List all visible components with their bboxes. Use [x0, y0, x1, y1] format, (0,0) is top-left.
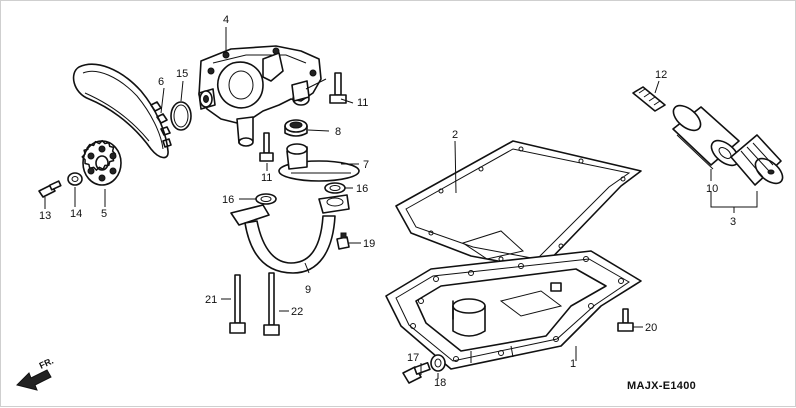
part-17-drain-bolt: [402, 361, 431, 384]
leader-lines: [44, 27, 712, 379]
callout-16-right: 16: [356, 183, 368, 195]
part-15-o-ring: [170, 101, 192, 131]
part-7-oil-strainer: [278, 143, 360, 182]
part-16-seal-left: [255, 193, 277, 205]
part-20-bolt: [617, 308, 634, 332]
front-direction-label: FR.: [38, 356, 55, 371]
part-8-seal: [284, 119, 308, 137]
part-11-bolt-lower: [259, 132, 274, 162]
part-9-oil-pipe: [230, 194, 350, 274]
callout-11-upper: 11: [357, 97, 368, 109]
callout-2: 2: [452, 129, 458, 141]
callout-4: 4: [223, 14, 229, 26]
front-direction-arrow: FR.: [16, 356, 55, 391]
part-22-bolt: [263, 272, 280, 336]
callout-3: 3: [730, 216, 736, 228]
part-10-oil-filter-element: [672, 104, 740, 170]
callout-7: 7: [363, 159, 369, 171]
callout-15: 15: [176, 68, 188, 80]
callout-16-left: 16: [222, 194, 234, 206]
callout-19: 19: [363, 238, 375, 250]
callout-8: 8: [335, 126, 341, 138]
callout-12: 12: [655, 69, 667, 81]
callout-21: 21: [205, 294, 217, 306]
callout-18: 18: [434, 377, 446, 389]
part-11-bolt-upper: [329, 72, 347, 104]
part-19-bolt: [336, 232, 350, 250]
callout-17: 17: [407, 352, 419, 364]
part-12-oil-filter-boss: [632, 86, 666, 112]
callout-20: 20: [645, 322, 657, 334]
callout-9: 9: [305, 284, 311, 296]
part-5-oil-pump-sprocket: [81, 139, 122, 186]
part-2-oil-pan-gasket: [395, 140, 642, 270]
diagram-reference-code: MAJX-E1400: [627, 380, 696, 392]
callout-labels: 4 6 15 11 8 7 11 16 16 19 9 21 22 2 12 1…: [39, 14, 736, 389]
callout-13: 13: [39, 210, 51, 222]
part-1-oil-pan: [385, 250, 642, 370]
part-16-seal-right: [324, 182, 346, 194]
callout-1: 1: [570, 358, 576, 370]
part-4-oil-pump-assembly: [198, 45, 327, 147]
callout-11-lower: 11: [261, 172, 272, 184]
callout-10: 10: [706, 183, 718, 195]
callout-6: 6: [158, 76, 164, 88]
callout-22: 22: [291, 306, 303, 318]
part-18-sealing-washer: [430, 354, 446, 372]
part-13-bolt: [38, 180, 62, 198]
part-6-drive-chain: [72, 63, 172, 159]
part-14-washer: [67, 172, 83, 186]
part-3-oil-filter-housing: [730, 134, 784, 186]
callout-5: 5: [101, 208, 107, 220]
callout-14: 14: [70, 208, 82, 220]
part-21-bolt: [229, 274, 246, 334]
